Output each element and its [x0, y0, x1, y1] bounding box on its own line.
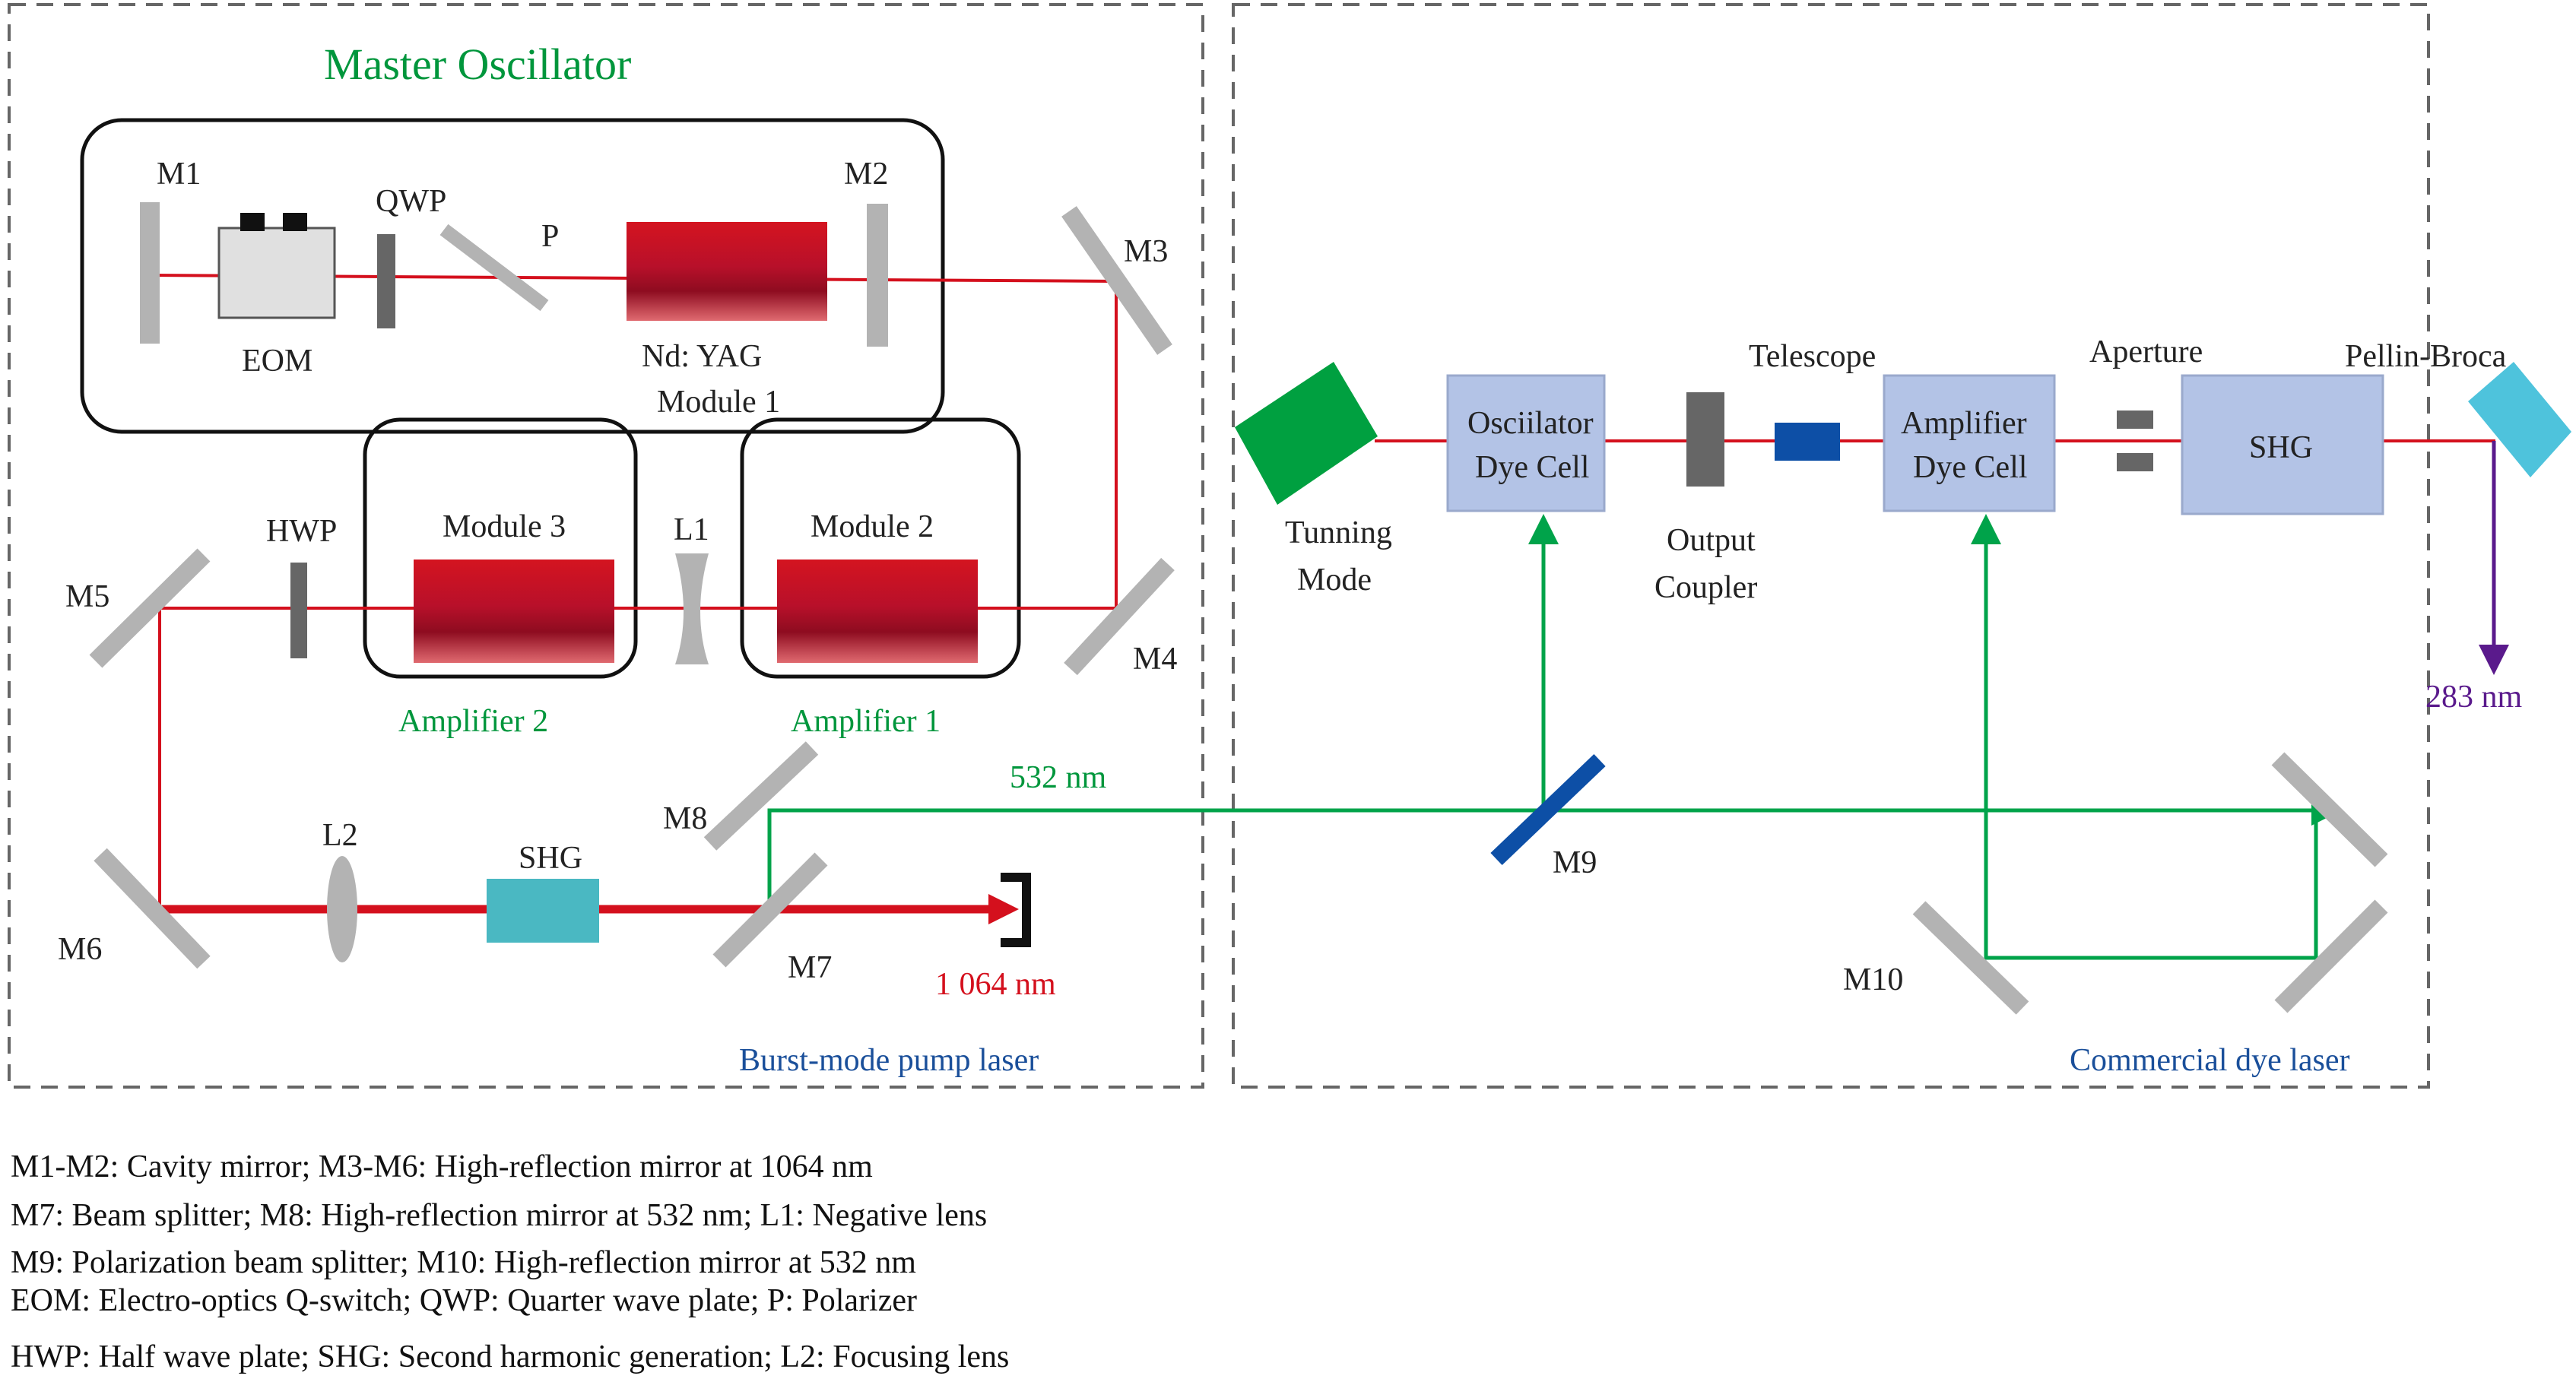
arrow-to-osc-dye	[1528, 514, 1559, 544]
label-ndyag-2: Module 1	[657, 385, 780, 420]
label-m10: M10	[1843, 962, 1903, 997]
aperture-bottom	[2117, 453, 2153, 471]
label-output-1: Output	[1667, 523, 1756, 558]
label-wl-1064: 1 064 nm	[935, 967, 1056, 1002]
polarizer	[439, 223, 549, 312]
hwp	[290, 563, 307, 658]
eom	[217, 227, 336, 319]
label-m3: M3	[1124, 234, 1168, 269]
label-m5: M5	[65, 579, 109, 614]
amp-dye-cell	[1883, 374, 2056, 512]
mirror-m8	[703, 741, 819, 851]
burst-mode-frame	[8, 3, 1204, 1089]
label-amp-dye-1: Amplifier	[1901, 406, 2027, 441]
mirror-m2	[867, 204, 888, 347]
label-m1: M1	[157, 157, 201, 192]
label-m8: M8	[663, 801, 707, 836]
telescope	[1775, 423, 1840, 461]
label-m9: M9	[1553, 845, 1597, 880]
arrow-283	[2479, 645, 2509, 675]
module2-rod	[777, 560, 978, 663]
label-wl-283: 283 nm	[2425, 680, 2523, 715]
legend-line-1: M1-M2: Cavity mirror; M3-M6: High-reflec…	[11, 1149, 873, 1184]
qwp	[377, 234, 395, 328]
label-output-2: Coupler	[1654, 570, 1757, 605]
label-module3: Module 3	[443, 509, 566, 544]
mirror-m10-upper	[2271, 752, 2388, 867]
beam-1064-arrowhead	[988, 894, 1019, 924]
commercial-dye-title: Commercial dye laser	[2070, 1043, 2350, 1078]
label-qwp: QWP	[376, 184, 446, 219]
burst-mode-title: Burst-mode pump laser	[739, 1043, 1039, 1078]
master-oscillator-title: Master Oscillator	[324, 40, 631, 89]
mirror-m6	[94, 848, 211, 969]
beam-532	[767, 541, 2318, 960]
label-l2: L2	[322, 818, 358, 853]
label-p: P	[541, 219, 559, 254]
pellin-broca-prism	[2468, 362, 2571, 477]
label-eom: EOM	[242, 344, 312, 379]
eom-electrode-left	[240, 213, 265, 231]
label-m6: M6	[58, 932, 102, 967]
label-shg-dye: SHG	[2249, 430, 2313, 465]
legend-line-4: EOM: Electro-optics Q-switch; QWP: Quart…	[11, 1283, 917, 1318]
output-coupler	[1686, 392, 1724, 487]
label-module2: Module 2	[811, 509, 934, 544]
mirror-m5	[89, 548, 211, 668]
arrow-to-amp-dye	[1971, 514, 2001, 544]
tunning-grating	[1235, 362, 1378, 505]
lens-l1	[675, 553, 709, 664]
label-l1: L1	[674, 512, 709, 547]
mirror-m9-pbs	[1490, 754, 1606, 865]
label-osc-dye-1: Osciilator	[1467, 406, 1594, 441]
shg-dye	[2181, 374, 2384, 515]
label-wl-532: 532 nm	[1010, 760, 1107, 795]
label-ndyag-1: Nd: YAG	[642, 339, 762, 374]
eom-electrode-right	[283, 213, 307, 231]
legend-line-3: M9: Polarization beam splitter; M10: Hig…	[11, 1245, 916, 1280]
label-aperture: Aperture	[2089, 334, 2203, 369]
mirror-m4	[1064, 557, 1175, 676]
label-shg-pump: SHG	[519, 841, 582, 876]
module3-rod	[414, 560, 614, 663]
ndyag-module1	[627, 222, 827, 321]
legend-line-5: HWP: Half wave plate; SHG: Second harmon…	[11, 1339, 1009, 1374]
label-tunning-2: Mode	[1297, 563, 1372, 598]
osc-dye-cell	[1446, 374, 1606, 512]
label-amplifier1: Amplifier 1	[791, 704, 941, 739]
label-m4: M4	[1133, 642, 1177, 677]
label-m7: M7	[788, 950, 832, 985]
label-m2: M2	[844, 157, 888, 192]
master-oscillator-box	[80, 118, 945, 434]
label-hwp: HWP	[266, 514, 337, 549]
label-pellin: Pellin-Broca	[2345, 339, 2507, 374]
label-amp-dye-2: Dye Cell	[1913, 450, 2027, 485]
shg-pump	[487, 879, 599, 943]
mirror-m10-lower	[2274, 899, 2388, 1013]
mirror-m3	[1061, 206, 1172, 355]
label-osc-dye-2: Dye Cell	[1475, 450, 1589, 485]
amplifier1-box	[740, 417, 1021, 679]
mirror-m10	[1912, 901, 2029, 1015]
mirror-m1	[140, 202, 160, 344]
beam-dump	[1001, 873, 1031, 947]
label-telescope: Telescope	[1749, 339, 1876, 374]
amplifier2-box	[363, 417, 638, 679]
aperture-top	[2117, 411, 2153, 429]
commercial-dye-frame	[1232, 3, 2430, 1089]
legend-line-2: M7: Beam splitter; M8: High-reflection m…	[11, 1198, 987, 1233]
label-tunning-1: Tunning	[1285, 515, 1392, 550]
mirror-m7	[712, 852, 828, 968]
label-amplifier2: Amplifier 2	[398, 704, 548, 739]
lens-l2	[327, 856, 357, 962]
